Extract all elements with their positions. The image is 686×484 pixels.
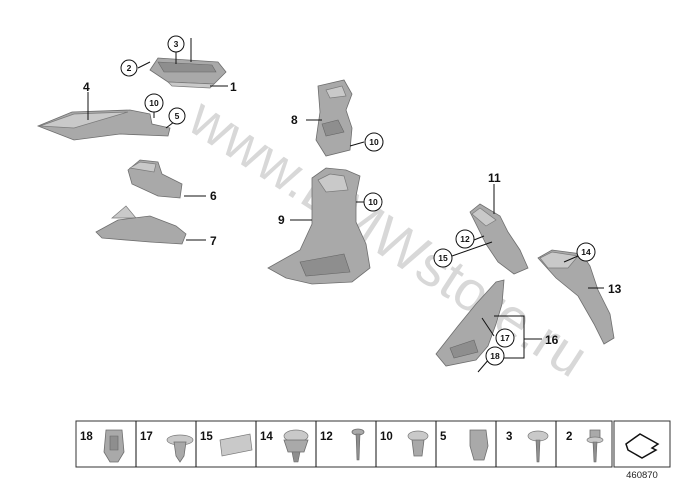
svg-text:16: 16 [545,333,559,347]
callout-1: 1 [230,80,237,94]
svg-text:14: 14 [260,431,273,443]
svg-text:5: 5 [175,111,180,121]
callout-15: 15 [433,248,453,268]
svg-text:4: 4 [83,80,90,94]
callout-5: 5 [168,107,186,125]
svg-text:10: 10 [368,197,378,207]
part-13-drawing [537,249,615,345]
callout-8: 8 [291,113,298,127]
part-4-drawing [36,109,171,141]
leader-lines [87,38,604,373]
svg-text:5: 5 [440,431,447,443]
svg-text:7: 7 [210,234,217,248]
part-1-drawing [149,57,227,89]
part-7-drawing [95,205,187,245]
callout-6: 6 [210,189,217,203]
reference-number: 460870 [626,470,658,481]
svg-text:10: 10 [149,98,159,108]
screw-3-icon [527,430,549,463]
part-8-drawing [315,79,353,157]
callout-14: 14 [576,242,596,262]
callout-9: 9 [278,213,285,227]
svg-text:17: 17 [500,333,510,343]
part-6-drawing [127,159,183,199]
callout-17: 17 [495,328,515,348]
svg-text:12: 12 [320,431,333,443]
screw-12-icon [351,428,365,461]
svg-text:9: 9 [278,213,285,227]
svg-text:3: 3 [174,39,179,49]
clip-5-icon [469,429,489,461]
svg-text:6: 6 [210,189,217,203]
screw-2-icon [586,429,604,463]
callout-18: 18 [485,346,505,366]
clip-15-icon [219,433,253,457]
watermark-text: www.BMWstore.ru [178,85,599,389]
part-16-drawing [435,279,505,367]
clip-18-icon [103,429,125,463]
fastener-table: 18 17 15 14 12 10 5 3 2 [75,420,671,468]
svg-text:18: 18 [490,351,500,361]
svg-text:1: 1 [230,80,237,94]
svg-text:2: 2 [566,431,572,443]
svg-text:15: 15 [200,431,213,443]
clip-17-icon [166,434,194,463]
callout-16: 16 [545,333,559,347]
trim-panel-symbol-icon [625,433,660,459]
svg-text:13: 13 [608,282,622,296]
callout-12: 12 [455,229,475,249]
callout-7: 7 [210,234,217,248]
svg-text:10: 10 [369,137,379,147]
svg-text:3: 3 [506,431,512,443]
callout-3: 3 [167,35,185,53]
svg-text:15: 15 [438,253,448,263]
callout-2: 2 [120,59,138,77]
svg-text:14: 14 [581,247,591,257]
svg-text:12: 12 [460,234,470,244]
svg-text:10: 10 [380,431,393,443]
callout-13: 13 [608,282,622,296]
callout-10a: 10 [144,93,164,113]
callout-11: 11 [488,171,501,185]
callout-4: 4 [83,80,90,94]
part-11-drawing [469,203,529,275]
clip-14-icon [283,429,309,463]
svg-text:8: 8 [291,113,298,127]
callout-10c: 10 [363,192,383,212]
svg-text:17: 17 [140,431,153,443]
clip-10-icon [407,430,429,457]
svg-text:11: 11 [488,171,501,185]
callout-10b: 10 [364,132,384,152]
part-9-drawing [267,167,371,285]
svg-text:2: 2 [127,63,132,73]
svg-text:18: 18 [80,431,93,443]
